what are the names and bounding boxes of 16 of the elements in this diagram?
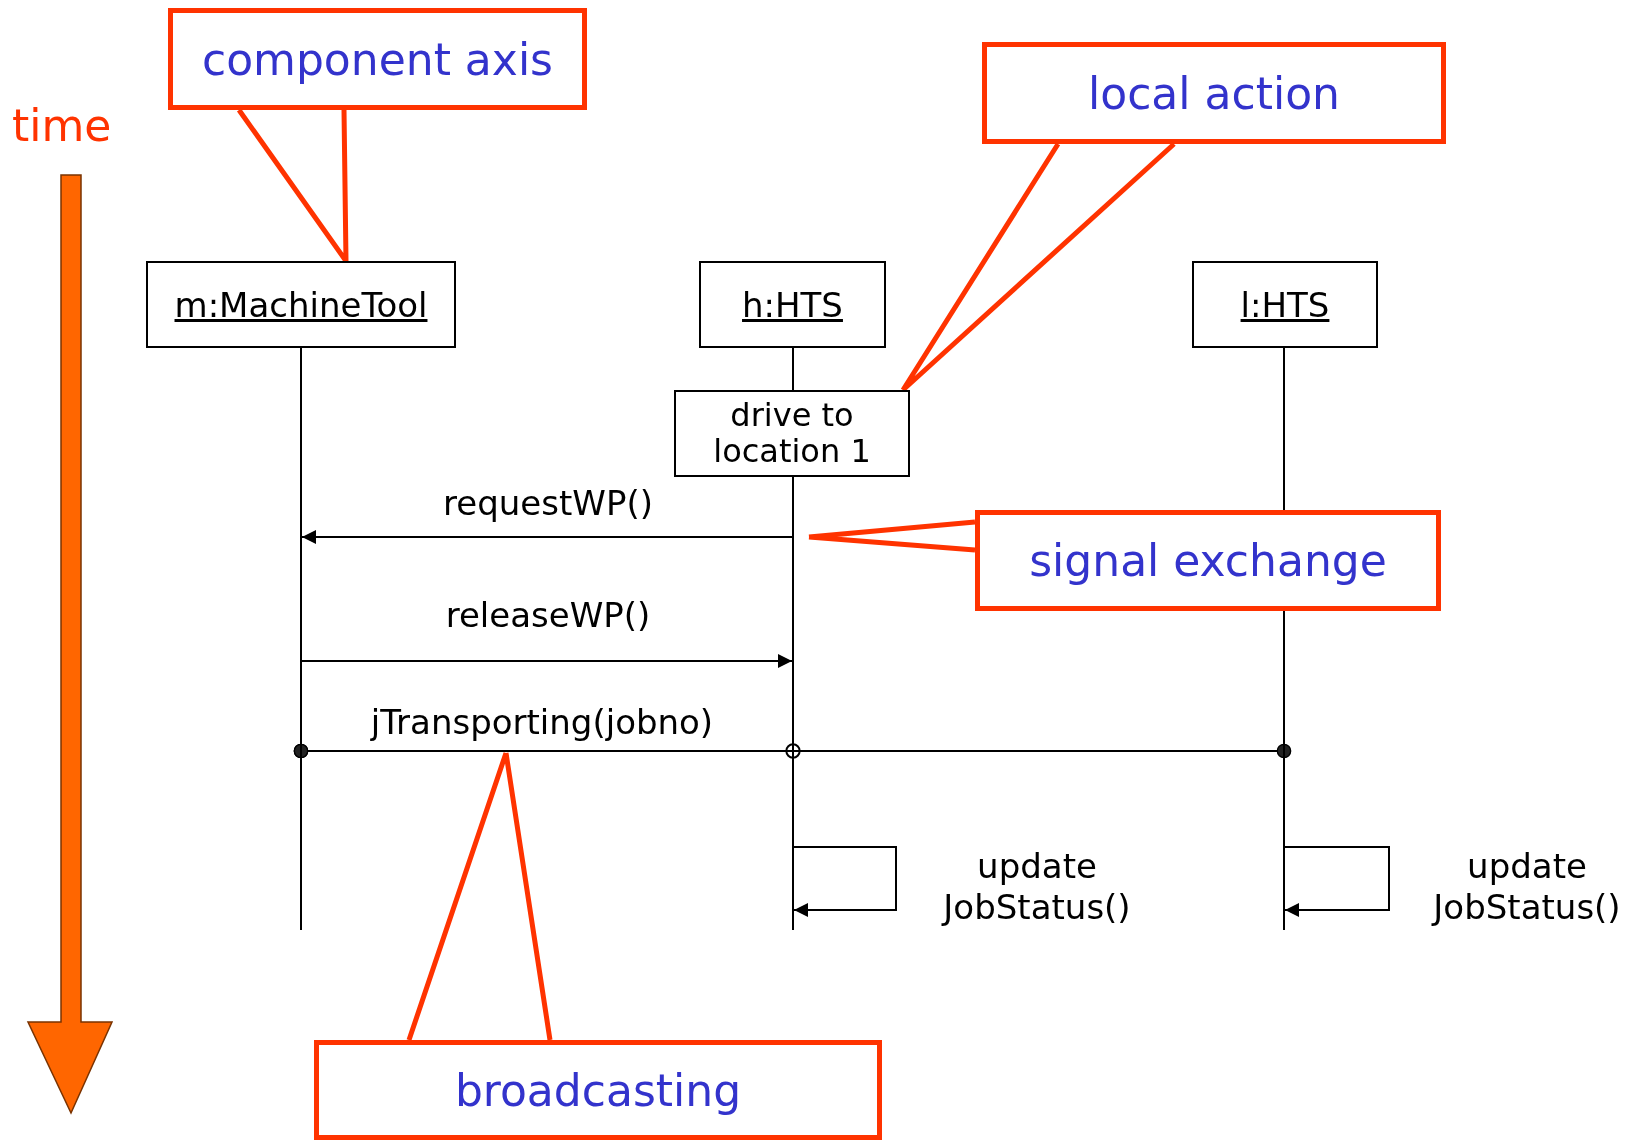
callout-box: signal exchange — [975, 510, 1441, 611]
callout-box: broadcasting — [314, 1040, 882, 1140]
lifeline-head-box: l:HTS — [1192, 261, 1378, 348]
self-message-arrow — [793, 846, 897, 917]
lifeline — [1283, 348, 1285, 930]
lifeline — [300, 348, 302, 930]
callout-box: component axis — [168, 8, 587, 110]
lifeline — [792, 348, 794, 930]
lifeline-head-box: m:MachineTool — [146, 261, 456, 348]
axis-label: time — [12, 100, 112, 151]
message-arrow — [300, 654, 793, 668]
self-message-arrow — [1284, 846, 1390, 917]
callout-box: local action — [982, 42, 1446, 144]
lifeline-head-box: h:HTS — [699, 261, 886, 348]
message-arrow — [301, 530, 794, 544]
local-action-box: drive to location 1 — [674, 390, 910, 477]
